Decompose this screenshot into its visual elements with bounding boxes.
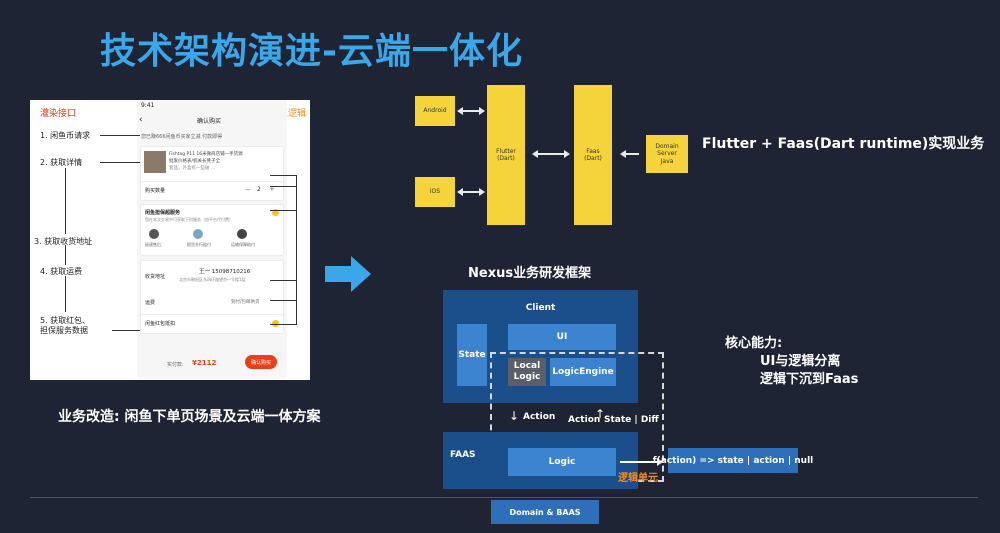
service-title: 闲鱼担保超服务 (145, 210, 181, 216)
address-label: 收货地址 (145, 274, 166, 280)
service-card: 闲鱼担保超服务 您在本次交易中可获取下列服务（由平台代付费） 极速售后 假货先行… (140, 204, 284, 256)
service-icon-1 (149, 229, 159, 239)
faas-box-line-1: Faas (586, 147, 600, 155)
item-thumbnail (144, 151, 166, 173)
flutter-box-line-2: (Dart) (497, 155, 515, 162)
logic-unit-label: 逻辑单元 (618, 473, 658, 484)
step-4-label: 4. 获取运费 (40, 267, 83, 276)
domain-box-line-3: Java (660, 157, 674, 165)
coupon-row[interactable]: 闲鱼红包抵扣 (140, 314, 284, 334)
nexus-title: Nexus业务研发框架 (468, 266, 592, 281)
phone-screenshot-panel: 灌染接口 交互逻辑 9:41 ‹ 确认购买 您已赚666闲鱼币买家立减 付款即得… (30, 100, 310, 380)
action-label: Action (523, 412, 556, 422)
step-1-label: 1. 闲鱼币请求 (40, 131, 91, 140)
coupon-check-icon[interactable] (272, 320, 279, 327)
flutter-faas-arrow (532, 150, 570, 158)
address-name: 王一 15098710216 (199, 269, 251, 275)
android-box: Android (415, 96, 455, 126)
service-item-2: 假货先行赔付 (187, 242, 211, 247)
domain-box-line-1: Domain (655, 142, 679, 150)
client-label: Client (525, 303, 556, 313)
step-5-label: 5. 获取红包、 (40, 316, 91, 325)
shipping-value: 到付/包邮供货 (231, 300, 260, 305)
domain-box-line-2: Server (657, 150, 677, 158)
page-title: 技术架构演进-云端一体化 (100, 31, 523, 72)
action-down-arrow-icon: ↓ (509, 409, 520, 423)
faas-box-line-2: (Dart) (584, 155, 602, 162)
logic-engine-box: LogicEngine (550, 358, 616, 386)
notice-text: 您已赚666闲鱼币买家立减 付款即得 (141, 134, 223, 140)
confirm-buy-button[interactable]: 确认购买 (245, 355, 277, 369)
core-line-1: UI与逻辑分离 (760, 354, 841, 369)
faas-domain-arrow (620, 150, 639, 158)
item-desc-2: 批发价格表/机关长凳子全 (169, 159, 221, 164)
step-3-label: 3. 获取收货地址 (34, 237, 93, 246)
quantity-decrease-button[interactable]: − (245, 186, 251, 194)
local-logic-line-2: Logic (513, 372, 541, 382)
state-up-arrow-icon: ↑ (595, 407, 606, 421)
logic-function-arrow (620, 458, 663, 466)
total-label: 实付款: (167, 362, 184, 368)
item-desc-3: 套品，外盒有一些破 ... (169, 166, 216, 171)
service-item-1: 极速售后 (145, 242, 161, 247)
quantity-increase-button[interactable]: + (269, 185, 275, 193)
left-caption: 业务改造: 闲鱼下单页场景及云端一体方案 (58, 409, 321, 425)
android-flutter-arrow (457, 107, 485, 115)
faas-label: FAAS (450, 450, 476, 460)
step-5-sub-label: 担保服务数据 (40, 326, 88, 335)
status-time: 9:41 (141, 102, 155, 109)
core-line-2: 逻辑下沉到Faas (760, 372, 859, 387)
step-2-label: 2. 获取详情 (40, 158, 83, 167)
flutter-box-line-1: Flutter (496, 147, 516, 155)
total-value: ¥2112 (192, 359, 217, 367)
address-card[interactable]: 收货地址 王一 15098710216 北京市朝阳区东四环路望京一号楼1层 运费… (140, 260, 284, 318)
action-up-label: Action (568, 415, 601, 425)
function-signature-box: f(action) => state | action | null (653, 448, 813, 473)
service-item-3: 运输保障赔付 (231, 242, 255, 247)
address-detail: 北京市朝阳区东四环路望京一号楼1层 (179, 277, 246, 282)
item-desc-1: Fishtag P11 16米微商店铺一手货源 (169, 152, 243, 157)
ios-box: iOS (415, 177, 455, 207)
bottom-divider (30, 497, 978, 498)
state-box: State (457, 324, 487, 386)
coupon-label: 闲鱼红包抵扣 (145, 321, 176, 327)
phone-mock: 9:41 ‹ 确认购买 您已赚666闲鱼币买家立减 付款即得 Fishtag P… (137, 100, 287, 378)
faas-box: Faas(Dart) (574, 85, 612, 225)
logic-box: Logic (508, 448, 616, 476)
quantity-label: 购买数量 (145, 188, 166, 194)
service-icon-3 (237, 229, 247, 239)
service-icon-2 (193, 229, 203, 239)
domain-baas-box: Domain & BAAS (491, 500, 599, 524)
state-diff-label: State | Diff (604, 415, 659, 425)
arrow-right-icon (325, 254, 373, 298)
local-logic-line-1: Local (513, 361, 541, 372)
shipping-label: 运费 (145, 300, 156, 306)
quantity-value: 2 (257, 186, 261, 193)
ios-flutter-arrow (457, 188, 485, 196)
back-icon[interactable]: ‹ (139, 115, 143, 125)
core-title: 核心能力: (725, 336, 783, 351)
left-header-label: 灌染接口 (40, 109, 77, 119)
service-checkbox-icon[interactable] (272, 209, 279, 216)
right-header-label: 交互逻辑 (270, 109, 307, 119)
flutter-box: Flutter(Dart) (487, 85, 525, 225)
service-desc: 您在本次交易中可获取下列服务（由平台代付费） (145, 217, 233, 222)
ui-box: UI (508, 324, 616, 350)
quantity-row: 购买数量 − 2 + (140, 181, 284, 201)
nav-title: 确认购买 (197, 118, 222, 125)
flutter-faas-caption: Flutter + Faas(Dart runtime)实现业务 (702, 136, 985, 152)
